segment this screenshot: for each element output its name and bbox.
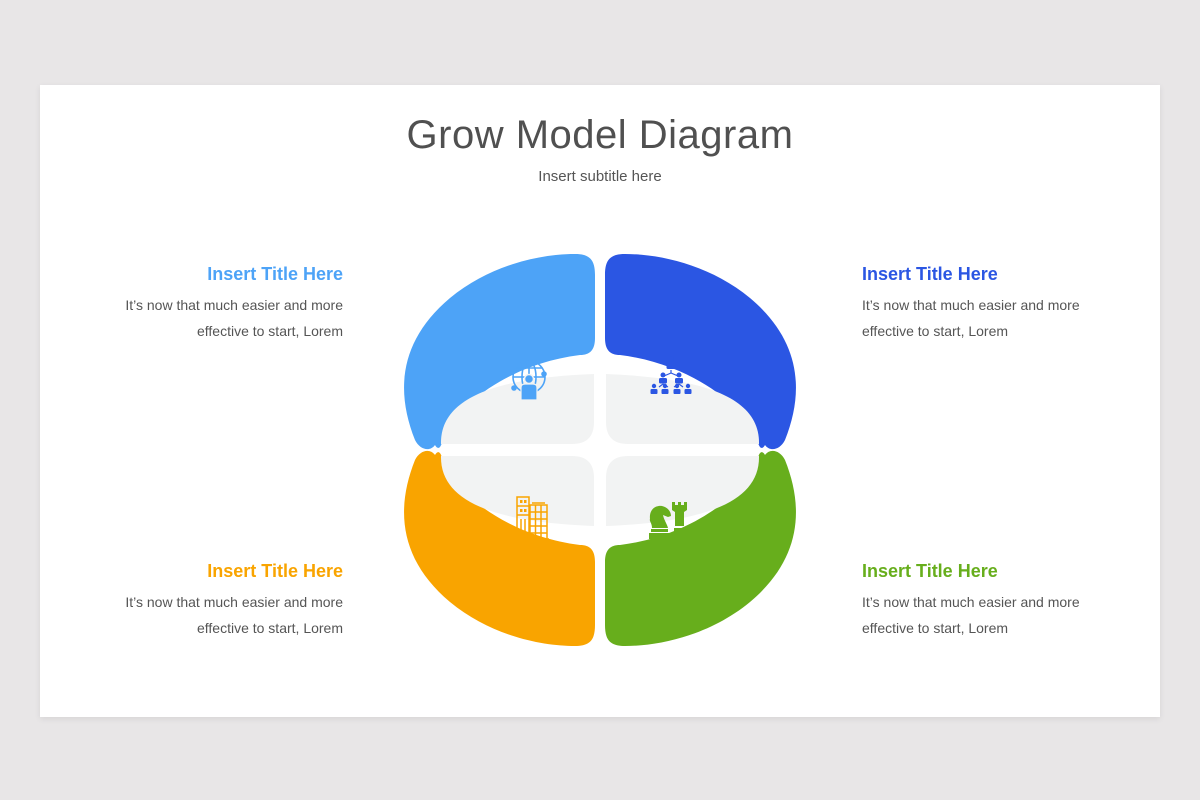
- block-body-line2: effective to start, Lorem: [862, 620, 1009, 636]
- chess-strategy-icon: [649, 502, 688, 539]
- text-block-bottom-left: Insert Title Here It’s now that much eas…: [83, 560, 343, 641]
- block-title: Insert Title Here: [207, 264, 343, 284]
- quadrant-top-right: [605, 254, 796, 450]
- block-body-line2: effective to start, Lorem: [862, 323, 1009, 339]
- text-block-top-right: Insert Title Here It’s now that much eas…: [862, 263, 1122, 344]
- grow-model-diagram: [404, 254, 796, 646]
- quadrant-bottom-left: [404, 450, 595, 646]
- slide: Grow Model Diagram Insert subtitle here: [40, 85, 1160, 717]
- arc-band-orange: [404, 450, 595, 646]
- block-body-line1: It’s now that much easier and more: [862, 594, 1080, 610]
- quadrant-top-left: [404, 254, 595, 450]
- text-block-bottom-right: Insert Title Here It’s now that much eas…: [862, 560, 1122, 641]
- slide-subtitle: Insert subtitle here: [538, 168, 662, 185]
- block-body-line1: It’s now that much easier and more: [862, 297, 1080, 313]
- block-body-line1: It’s now that much easier and more: [125, 594, 343, 610]
- buildings-icon: [514, 496, 549, 540]
- arc-band-light-blue: [404, 254, 595, 450]
- slide-title: Grow Model Diagram: [406, 113, 794, 157]
- petal-bottom-left: [440, 456, 594, 526]
- team-hierarchy-icon: [650, 356, 692, 394]
- block-title: Insert Title Here: [862, 264, 998, 284]
- block-title: Insert Title Here: [207, 561, 343, 581]
- block-title: Insert Title Here: [862, 561, 998, 581]
- petal-bottom-right: [606, 456, 760, 526]
- quadrant-bottom-right: [605, 450, 796, 646]
- petal-top-left: [440, 374, 594, 444]
- petal-top-right: [606, 374, 760, 444]
- arc-band-dark-blue: [605, 254, 796, 450]
- text-block-top-left: Insert Title Here It’s now that much eas…: [83, 263, 343, 344]
- block-body-line2: effective to start, Lorem: [196, 323, 343, 339]
- global-person-icon: [511, 360, 547, 401]
- block-body-line2: effective to start, Lorem: [196, 620, 343, 636]
- arc-band-green: [605, 450, 796, 646]
- block-body-line1: It’s now that much easier and more: [125, 297, 343, 313]
